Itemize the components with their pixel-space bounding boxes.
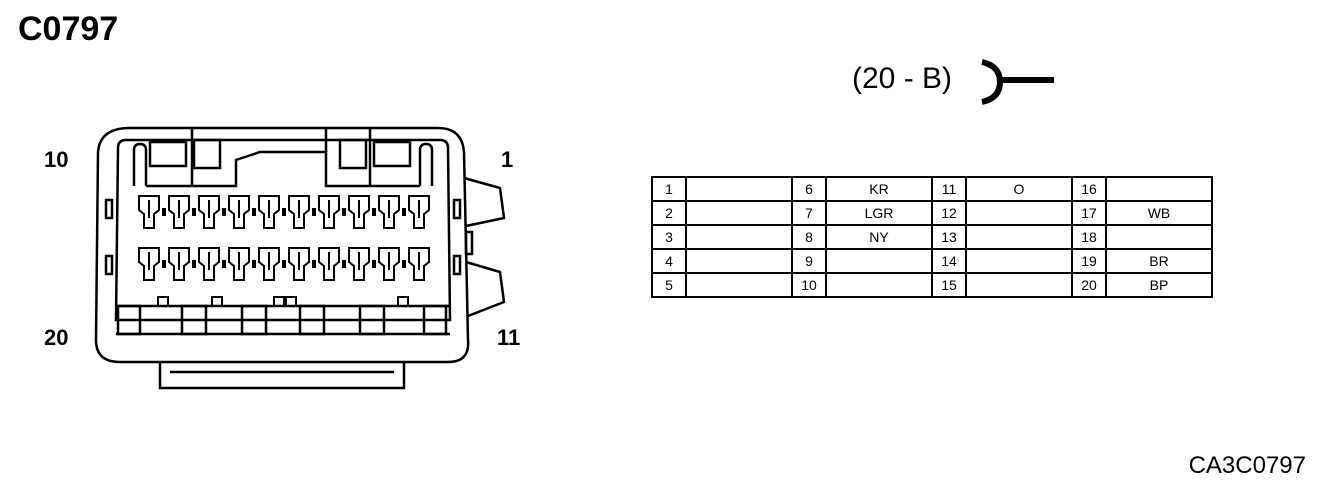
cavity-divider	[342, 208, 346, 216]
cavity-divider	[162, 260, 166, 268]
pin-number-cell: 15	[931, 272, 967, 298]
terminal-cavity	[138, 195, 160, 229]
wire-color-cell	[685, 176, 793, 202]
wire-color-cell	[685, 200, 793, 226]
pin-number-cell: 18	[1071, 224, 1107, 250]
terminal-cavity	[408, 195, 430, 229]
terminal-cavity	[318, 195, 340, 229]
pin-number-cell: 6	[791, 176, 827, 202]
terminal-cavity	[288, 247, 310, 281]
wire-color-cell	[965, 224, 1073, 250]
cavity-divider	[192, 208, 196, 216]
pin-number-cell: 3	[651, 224, 687, 250]
cavity-divider	[192, 260, 196, 268]
housing-rib	[157, 296, 169, 307]
pin-label-bottom-right: 11	[497, 325, 521, 350]
terminal-cavity	[288, 195, 310, 229]
terminal-cavity	[258, 195, 280, 229]
pin-number-cell: 20	[1071, 272, 1107, 298]
wire-color-cell	[825, 248, 933, 274]
terminal-cavity	[348, 247, 370, 281]
wire-color-cell	[1105, 224, 1213, 250]
wire-color-cell	[1105, 176, 1213, 202]
cavity-divider	[162, 208, 166, 216]
terminal-cavity	[138, 247, 160, 281]
wire-color-cell: O	[965, 176, 1073, 202]
pin-number-cell: 17	[1071, 200, 1107, 226]
wire-color-cell	[685, 224, 793, 250]
wire-color-cell: WB	[1105, 200, 1213, 226]
housing-rib	[273, 296, 285, 307]
cavity-divider	[222, 208, 226, 216]
pin-number-cell: 2	[651, 200, 687, 226]
housing-rib	[397, 296, 409, 307]
cavity-divider	[252, 208, 256, 216]
pin-number-cell: 7	[791, 200, 827, 226]
cavity-divider	[282, 260, 286, 268]
cavity-divider	[372, 260, 376, 268]
terminal-cavity	[378, 247, 400, 281]
pin-number-cell: 1	[651, 176, 687, 202]
pin-number-cell: 11	[931, 176, 967, 202]
terminal-cavity	[198, 195, 220, 229]
cavity-divider	[252, 260, 256, 268]
cavity-divider	[312, 208, 316, 216]
connector-title: C0797	[18, 10, 119, 48]
connector-code-label: (20 - B)	[852, 62, 953, 95]
wire-color-cell	[685, 248, 793, 274]
terminal-cavity	[348, 195, 370, 229]
cavity-divider	[342, 260, 346, 268]
housing-rib	[285, 296, 297, 307]
terminal-cavity	[228, 195, 250, 229]
terminal-cavity	[168, 247, 190, 281]
terminal-cavity	[168, 195, 190, 229]
cavity-divider	[312, 260, 316, 268]
terminal-cavity	[198, 247, 220, 281]
wire-color-cell: KR	[825, 176, 933, 202]
wire-color-cell	[965, 200, 1073, 226]
pin-label-top-left: 10	[44, 147, 69, 172]
cavity-divider	[402, 208, 406, 216]
pin-number-cell: 9	[791, 248, 827, 274]
wire-color-cell: NY	[825, 224, 933, 250]
connector-face-diagram	[94, 126, 506, 390]
cavity-divider	[372, 208, 376, 216]
wire-color-cell: BR	[1105, 248, 1213, 274]
pin-number-cell: 5	[651, 272, 687, 298]
terminal-cavity	[408, 247, 430, 281]
pin-number-cell: 14	[931, 248, 967, 274]
pin-number-cell: 19	[1071, 248, 1107, 274]
pin-label-top-right: 1	[501, 147, 514, 172]
terminal-cavity	[318, 247, 340, 281]
pin-number-cell: 13	[931, 224, 967, 250]
pin-number-cell: 16	[1071, 176, 1107, 202]
terminal-cavity	[258, 247, 280, 281]
cavity-divider	[222, 260, 226, 268]
pin-number-cell: 12	[931, 200, 967, 226]
pin-number-cell: 4	[651, 248, 687, 274]
wire-color-cell	[965, 272, 1073, 298]
wire-color-cell: LGR	[825, 200, 933, 226]
cavity-divider	[282, 208, 286, 216]
diagram-reference-code: CA3C0797	[1188, 452, 1306, 479]
wire-color-cell	[685, 272, 793, 298]
terminal-cavity	[378, 195, 400, 229]
female-connector-symbol-icon	[981, 59, 1054, 105]
housing-rib	[211, 296, 223, 307]
wire-color-cell: BP	[1105, 272, 1213, 298]
wire-color-cell	[965, 248, 1073, 274]
pin-number-cell: 10	[791, 272, 827, 298]
terminal-cavity	[228, 247, 250, 281]
cavity-divider	[402, 260, 406, 268]
wire-color-cell	[825, 272, 933, 298]
pin-label-bottom-left: 20	[44, 325, 69, 350]
pin-number-cell: 8	[791, 224, 827, 250]
